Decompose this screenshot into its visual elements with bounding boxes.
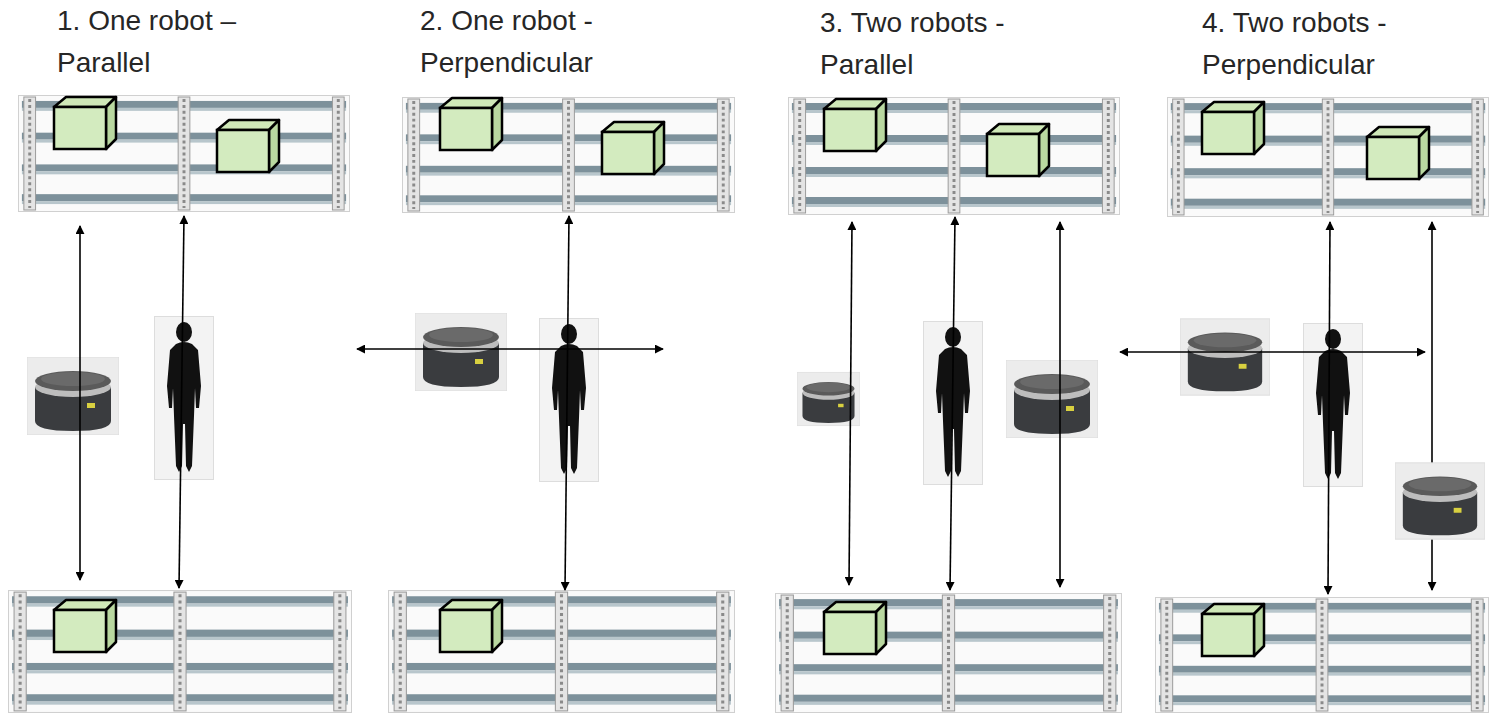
item-box	[824, 99, 886, 151]
panel-title: 4. Two robots - Perpendicular	[1202, 2, 1464, 86]
item-box	[1367, 127, 1429, 179]
panel-title: 2. One robot - Perpendicular	[420, 0, 682, 84]
shelf	[1155, 597, 1488, 712]
item-box	[54, 97, 116, 149]
motion-arrow	[565, 216, 569, 590]
item-box	[824, 602, 886, 654]
motion-arrow	[179, 216, 184, 588]
shelf	[18, 95, 349, 211]
shelf	[9, 591, 352, 713]
human-worker	[1304, 324, 1363, 487]
item-box	[987, 124, 1049, 176]
motion-arrow	[849, 222, 852, 585]
item-box	[1202, 604, 1264, 656]
item-box	[602, 122, 664, 174]
motion-arrow	[1059, 222, 1061, 587]
item-box	[1202, 102, 1264, 154]
shelf	[776, 594, 1122, 713]
mobile-robot	[1006, 360, 1098, 438]
mobile-robot	[1180, 319, 1270, 395]
human-worker	[155, 317, 214, 480]
shelf	[1167, 98, 1488, 217]
item-box	[440, 98, 502, 150]
mobile-robot	[27, 357, 119, 435]
motion-arrow	[950, 217, 955, 590]
motion-arrow	[1328, 222, 1330, 594]
shelf	[402, 97, 734, 212]
motion-arrow	[1120, 351, 1425, 353]
panel-title: 1. One robot – Parallel	[57, 0, 319, 84]
motion-arrow	[79, 226, 81, 580]
mobile-robot	[1395, 463, 1485, 539]
item-box	[54, 600, 116, 652]
human-worker	[540, 319, 599, 482]
item-box	[440, 600, 502, 652]
mobile-robot	[415, 313, 507, 391]
panel-title: 3. Two robots - Parallel	[820, 2, 1082, 86]
item-box	[217, 120, 279, 172]
shelf	[788, 98, 1119, 215]
motion-arrow	[357, 348, 663, 350]
shelf	[389, 591, 735, 713]
